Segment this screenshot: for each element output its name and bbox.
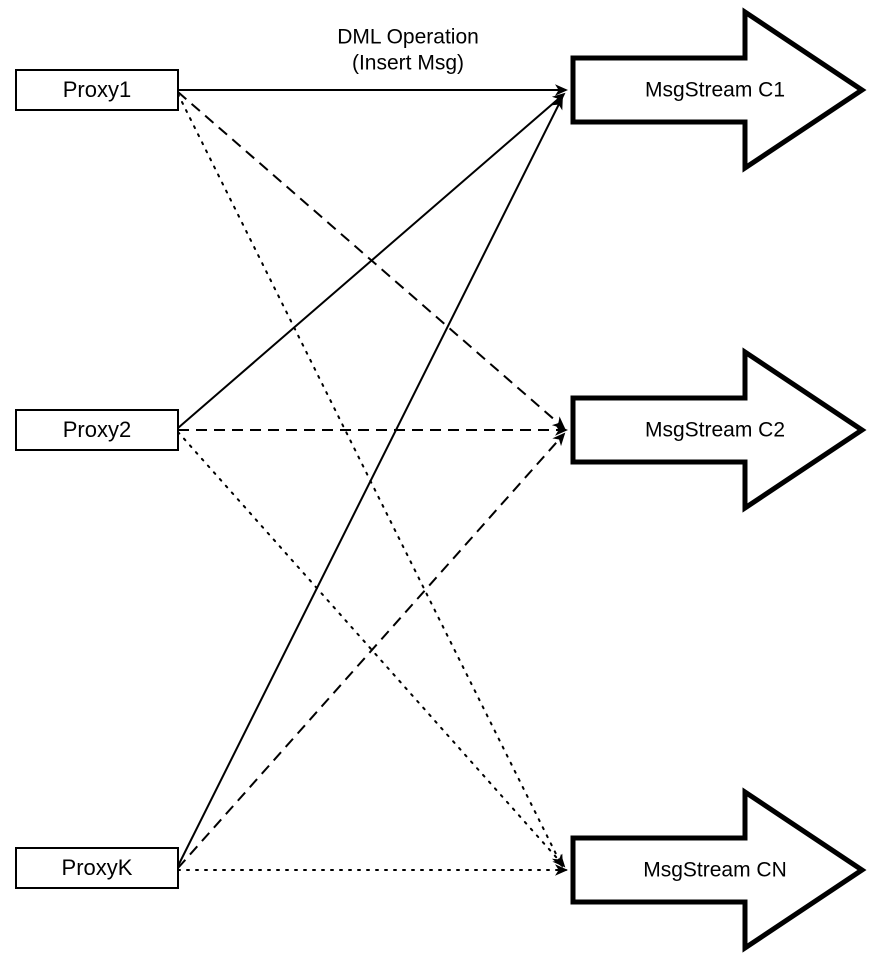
operation-annotation-line1: DML Operation: [337, 26, 479, 49]
block-arrow-shape: [570, 7, 867, 173]
stream-label: MsgStream C1: [645, 79, 785, 102]
edge-proxyk-to-stream-c1[interactable]: [177, 96, 563, 867]
operation-annotation-line2: (Insert Msg): [352, 52, 464, 75]
edge-proxyk-to-stream-c2[interactable]: [177, 432, 566, 869]
stream-group: MsgStream C1 MsgStream C2 MsgStream CN: [570, 7, 867, 953]
block-arrow-shape: [570, 347, 867, 513]
stream-node-cn[interactable]: MsgStream CN: [570, 787, 867, 953]
proxy-node-proxy1[interactable]: Proxy1: [15, 69, 179, 111]
block-arrow-shape: [570, 787, 867, 953]
proxy-node-proxyk[interactable]: ProxyK: [15, 847, 179, 889]
edge-group: [177, 84, 568, 876]
stream-node-c1[interactable]: MsgStream C1: [570, 7, 867, 173]
proxy-node-proxy2[interactable]: Proxy2: [15, 409, 179, 451]
proxy-label: Proxy1: [63, 77, 131, 102]
proxy-box-rect: [15, 69, 179, 111]
proxy-box-rect: [15, 409, 179, 451]
proxy-box-rect: [15, 847, 179, 889]
operation-annotation: DML Operation (Insert Msg): [337, 26, 479, 75]
stream-label: MsgStream CN: [643, 859, 787, 882]
edge-proxy2-to-stream-cn[interactable]: [177, 431, 566, 868]
proxy-label: ProxyK: [62, 855, 133, 880]
stream-label: MsgStream C2: [645, 419, 785, 442]
stream-node-c2[interactable]: MsgStream C2: [570, 347, 867, 513]
proxy-group: Proxy1 Proxy2 ProxyK: [15, 69, 179, 889]
proxy-label: Proxy2: [63, 417, 131, 442]
edge-proxy2-to-stream-c1[interactable]: [177, 92, 566, 429]
